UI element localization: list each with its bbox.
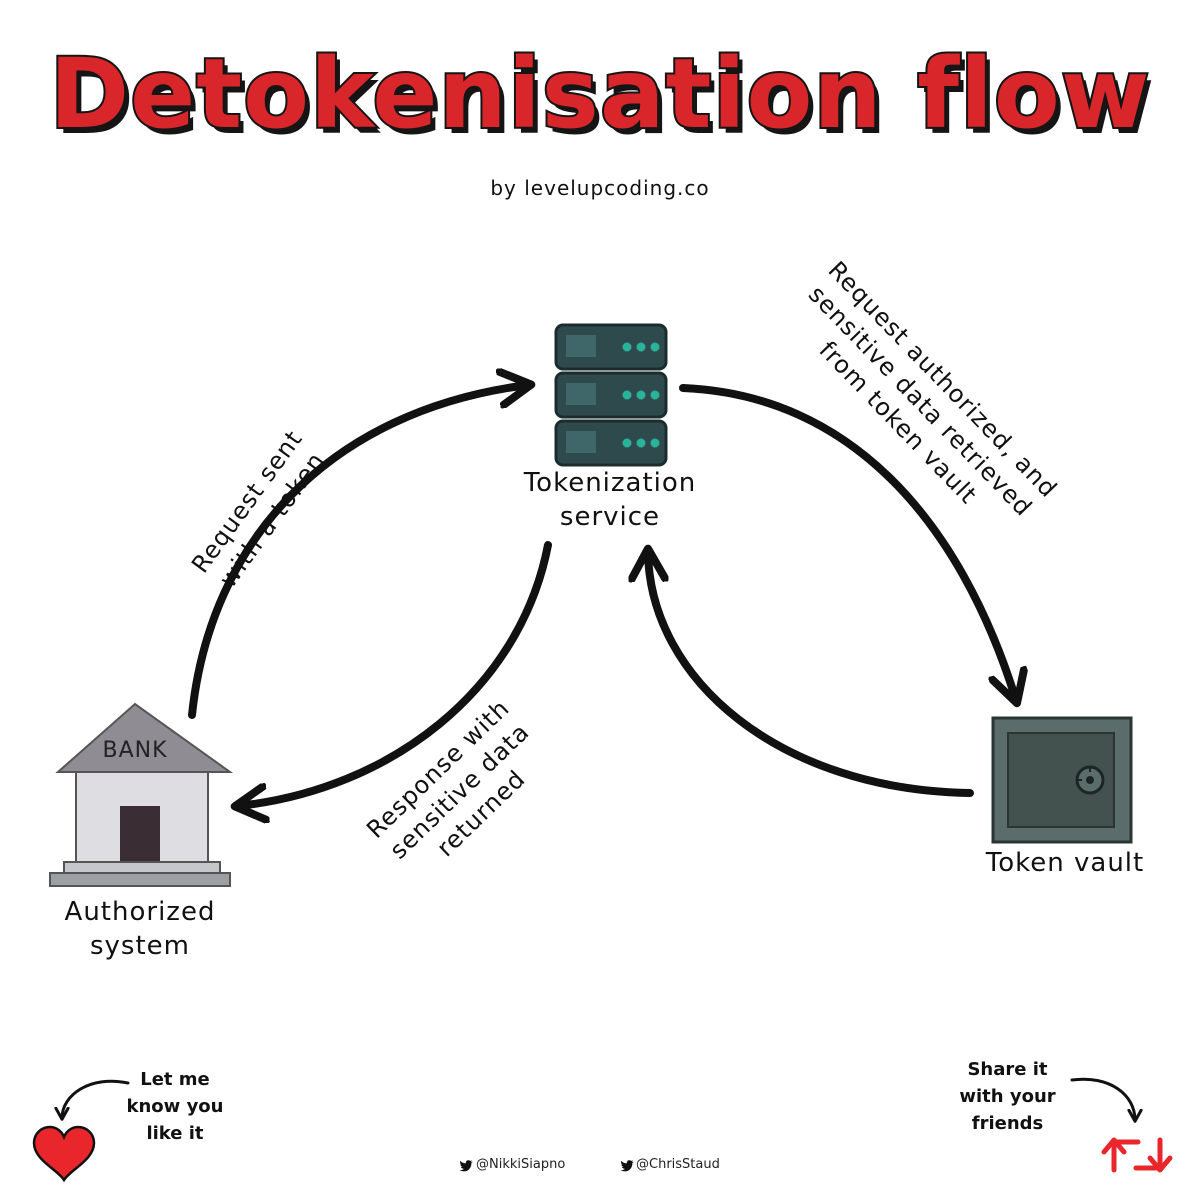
like-line-3: like it [146, 1123, 204, 1144]
twitter-icon [459, 1160, 473, 1172]
arrow-request [188, 385, 528, 719]
safe-icon [991, 716, 1133, 844]
share-line-3: friends [971, 1113, 1044, 1134]
retweet-icon[interactable] [1101, 1137, 1173, 1173]
twitter-handle-nikki[interactable]: @NikkiSiapno [476, 1157, 566, 1172]
arrow-vault-return [648, 552, 974, 797]
twitter-handle-chris[interactable]: @ChrisStaud [636, 1157, 720, 1172]
share-arrow [1070, 1077, 1135, 1120]
authorized-system-label: Authorized system [30, 895, 250, 963]
token-vault-label: Token vault [985, 848, 1145, 878]
arrow-authorized [679, 384, 1016, 700]
share-line-2: with your [959, 1086, 1056, 1107]
arrow-response [238, 541, 552, 806]
share-line-1: Share it [967, 1059, 1048, 1080]
like-line-1: Let me [140, 1069, 210, 1090]
bank-sign-label: BANK [102, 738, 168, 763]
page-title: Detokenisation flow [47, 36, 1151, 152]
tokenization-service-line-2: service [559, 502, 661, 532]
authorized-system-line-2: system [90, 931, 190, 961]
like-callout: Let me know you like it [110, 1066, 240, 1147]
like-arrow [62, 1079, 130, 1118]
authorized-system-line-1: Authorized [64, 897, 216, 927]
share-callout: Share it with your friends [935, 1056, 1080, 1137]
server-icon [554, 323, 668, 467]
tokenization-service-label: Tokenization service [490, 466, 730, 534]
bank-icon [49, 702, 234, 887]
tokenization-service-line-1: Tokenization [523, 468, 697, 498]
like-line-2: know you [126, 1096, 224, 1117]
page-subtitle: by levelupcoding.co [490, 176, 710, 200]
heart-icon[interactable] [32, 1125, 96, 1183]
twitter-icon [620, 1160, 634, 1172]
